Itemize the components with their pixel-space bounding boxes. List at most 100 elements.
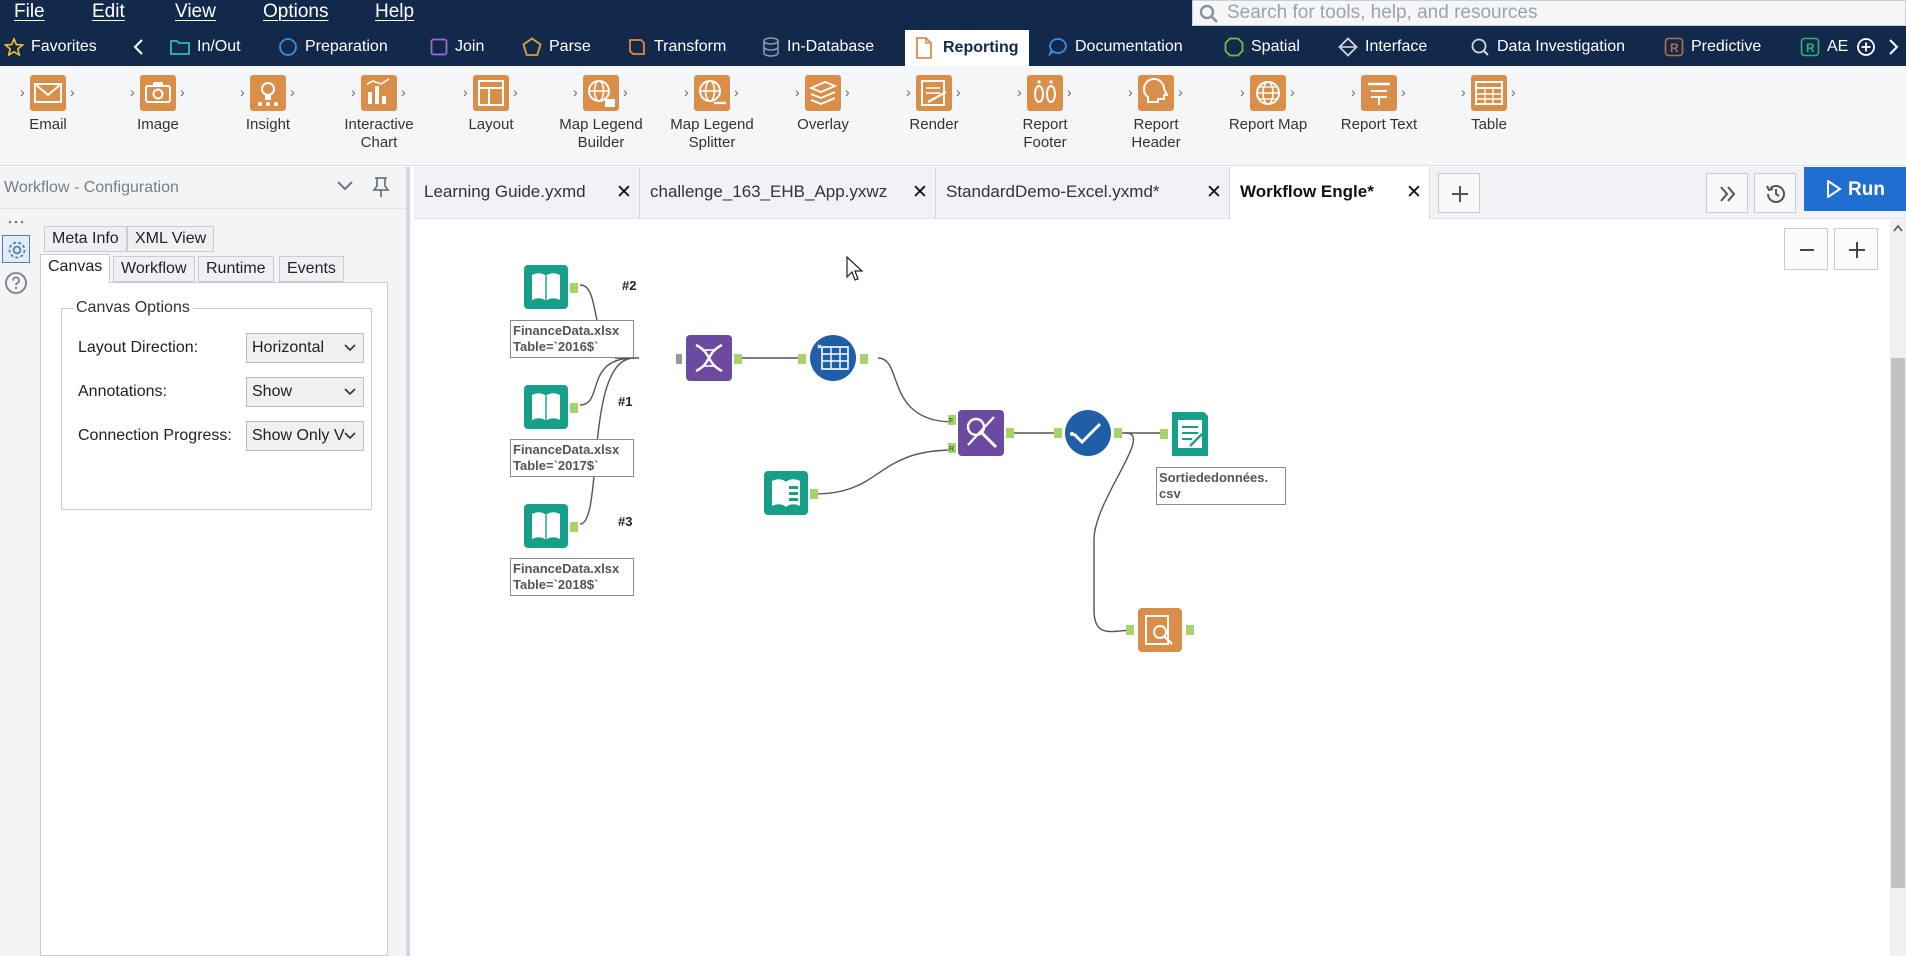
tab-meta-info[interactable]: Meta Info [44, 226, 127, 252]
close-icon[interactable]: ✕ [1206, 182, 1222, 203]
expand-panel-button[interactable] [1706, 173, 1748, 213]
tool-image[interactable]: ›› Image [103, 72, 213, 134]
tab-interface[interactable]: Interface [1338, 28, 1427, 66]
tab-transform[interactable]: Transform [627, 28, 726, 66]
layout-direction-select[interactable]: Horizontal [246, 333, 364, 363]
double-chevron-right-icon [1720, 186, 1736, 202]
input-data-tool-2016[interactable] [524, 262, 594, 316]
tab-ab-testing[interactable]: R AE [1800, 28, 1848, 66]
chevron-up-icon[interactable] [1893, 224, 1903, 232]
text-input-tool[interactable] [764, 468, 834, 522]
book-icon [524, 265, 578, 309]
diamond-icon [1338, 37, 1358, 57]
menu-view[interactable]: View [175, 1, 216, 22]
report-icon [1126, 608, 1194, 652]
tool-insight[interactable]: ›› Insight [213, 72, 323, 134]
history-button[interactable] [1754, 173, 1796, 213]
head-icon [1138, 75, 1174, 111]
tool-overlay[interactable]: ›› Overlay [768, 72, 878, 134]
tab-canvas[interactable]: Canvas [40, 254, 111, 283]
scroll-right-button[interactable] [1886, 28, 1900, 66]
doc-tab-workflow-engle[interactable]: Workflow Engle* ✕ [1230, 167, 1430, 219]
menu-file[interactable]: File [14, 1, 45, 22]
data-cleansing-tool[interactable] [798, 333, 882, 387]
tab-favorites[interactable]: Favorites [4, 28, 97, 66]
connection-progress-label: Connection Progress: [78, 427, 232, 444]
tool-render[interactable]: ›› Render [879, 72, 989, 134]
comment-icon [1048, 37, 1068, 57]
zoom-in-button[interactable] [1834, 228, 1878, 270]
search-placeholder: Search for tools, help, and resources [1227, 2, 1538, 23]
scrollbar-thumb[interactable] [1891, 358, 1905, 888]
add-category-button[interactable] [1856, 28, 1876, 66]
union-tool[interactable] [676, 333, 744, 387]
close-icon[interactable]: ✕ [912, 182, 928, 203]
tab-spatial[interactable]: Spatial [1224, 28, 1300, 66]
tool-layout[interactable]: ›› Layout [436, 72, 546, 134]
tab-in-database[interactable]: In-Database [762, 28, 874, 66]
tab-data-investigation[interactable]: Data Investigation [1470, 28, 1625, 66]
input-data-tool-2018[interactable] [524, 501, 594, 555]
tool-email[interactable]: ›› Email [0, 72, 103, 134]
scroll-left-button[interactable] [132, 28, 146, 66]
doc-tab-challenge[interactable]: challenge_163_EHB_App.yxwz ✕ [640, 167, 936, 219]
pentagon-icon [522, 37, 542, 57]
tab-workflow[interactable]: Workflow [113, 256, 195, 282]
menu-edit[interactable]: Edit [92, 1, 125, 22]
close-icon[interactable]: ✕ [616, 182, 632, 203]
zoom-out-button[interactable] [1784, 228, 1828, 270]
search-box[interactable]: Search for tools, help, and resources [1192, 0, 1906, 26]
pin-icon[interactable] [370, 176, 392, 202]
connection-progress-select[interactable]: Show Only V [246, 421, 364, 451]
annotations-label: Annotations: [78, 383, 167, 400]
doc-tab-standard-demo[interactable]: StandardDemo-Excel.yxmd* ✕ [936, 167, 1230, 219]
find-replace-tool[interactable]: F R [948, 405, 1020, 465]
chevron-down-icon[interactable] [336, 179, 354, 197]
new-tab-button[interactable] [1438, 173, 1480, 213]
svg-text:R: R [1806, 41, 1815, 55]
help-icon[interactable] [4, 271, 28, 295]
tab-parse[interactable]: Parse [522, 28, 591, 66]
tab-events[interactable]: Events [279, 256, 344, 282]
tab-in-out[interactable]: In/Out [170, 28, 241, 66]
input-data-tool-2017[interactable] [524, 382, 594, 436]
document-tabs: Learning Guide.yxmd ✕ challenge_163_EHB_… [414, 167, 1906, 219]
menu-options[interactable]: Options [263, 1, 329, 22]
canvas-vertical-scrollbar[interactable] [1890, 220, 1906, 956]
annotations-select[interactable]: Show [246, 377, 364, 407]
chevron-left-icon [133, 39, 143, 55]
svg-text:R: R [949, 446, 954, 453]
tab-preparation[interactable]: Preparation [278, 28, 388, 66]
more-icon[interactable] [6, 219, 26, 225]
run-button[interactable]: Run [1804, 167, 1906, 211]
folder-icon [170, 38, 190, 56]
tab-reporting[interactable]: Reporting [905, 30, 1029, 66]
tab-join[interactable]: Join [430, 28, 484, 66]
r-icon: R [1800, 37, 1820, 57]
tab-xml-view[interactable]: XML View [127, 226, 215, 252]
tool-table[interactable]: ›› Table [1434, 72, 1544, 134]
close-icon[interactable]: ✕ [1406, 182, 1422, 203]
configuration-panel: Workflow - Configuration Meta Info XML V… [0, 167, 410, 956]
tab-predictive[interactable]: R Predictive [1664, 28, 1761, 66]
output-data-tool[interactable] [1160, 410, 1220, 462]
tab-documentation[interactable]: Documentation [1048, 28, 1183, 66]
tab-runtime[interactable]: Runtime [198, 256, 274, 282]
tool-report-text[interactable]: ›› Report Text [1324, 72, 1434, 134]
settings-button[interactable] [2, 235, 30, 263]
magnifier-icon [1470, 37, 1490, 57]
output-icon [1160, 412, 1208, 456]
configuration-header: Workflow - Configuration [0, 167, 406, 209]
doc-tab-learning-guide[interactable]: Learning Guide.yxmd ✕ [414, 167, 640, 219]
select-tool[interactable] [1054, 408, 1128, 462]
tool-report-map[interactable]: ›› Report Map [1213, 72, 1323, 134]
menu-help[interactable]: Help [375, 1, 415, 22]
report-tool[interactable] [1126, 604, 1198, 660]
